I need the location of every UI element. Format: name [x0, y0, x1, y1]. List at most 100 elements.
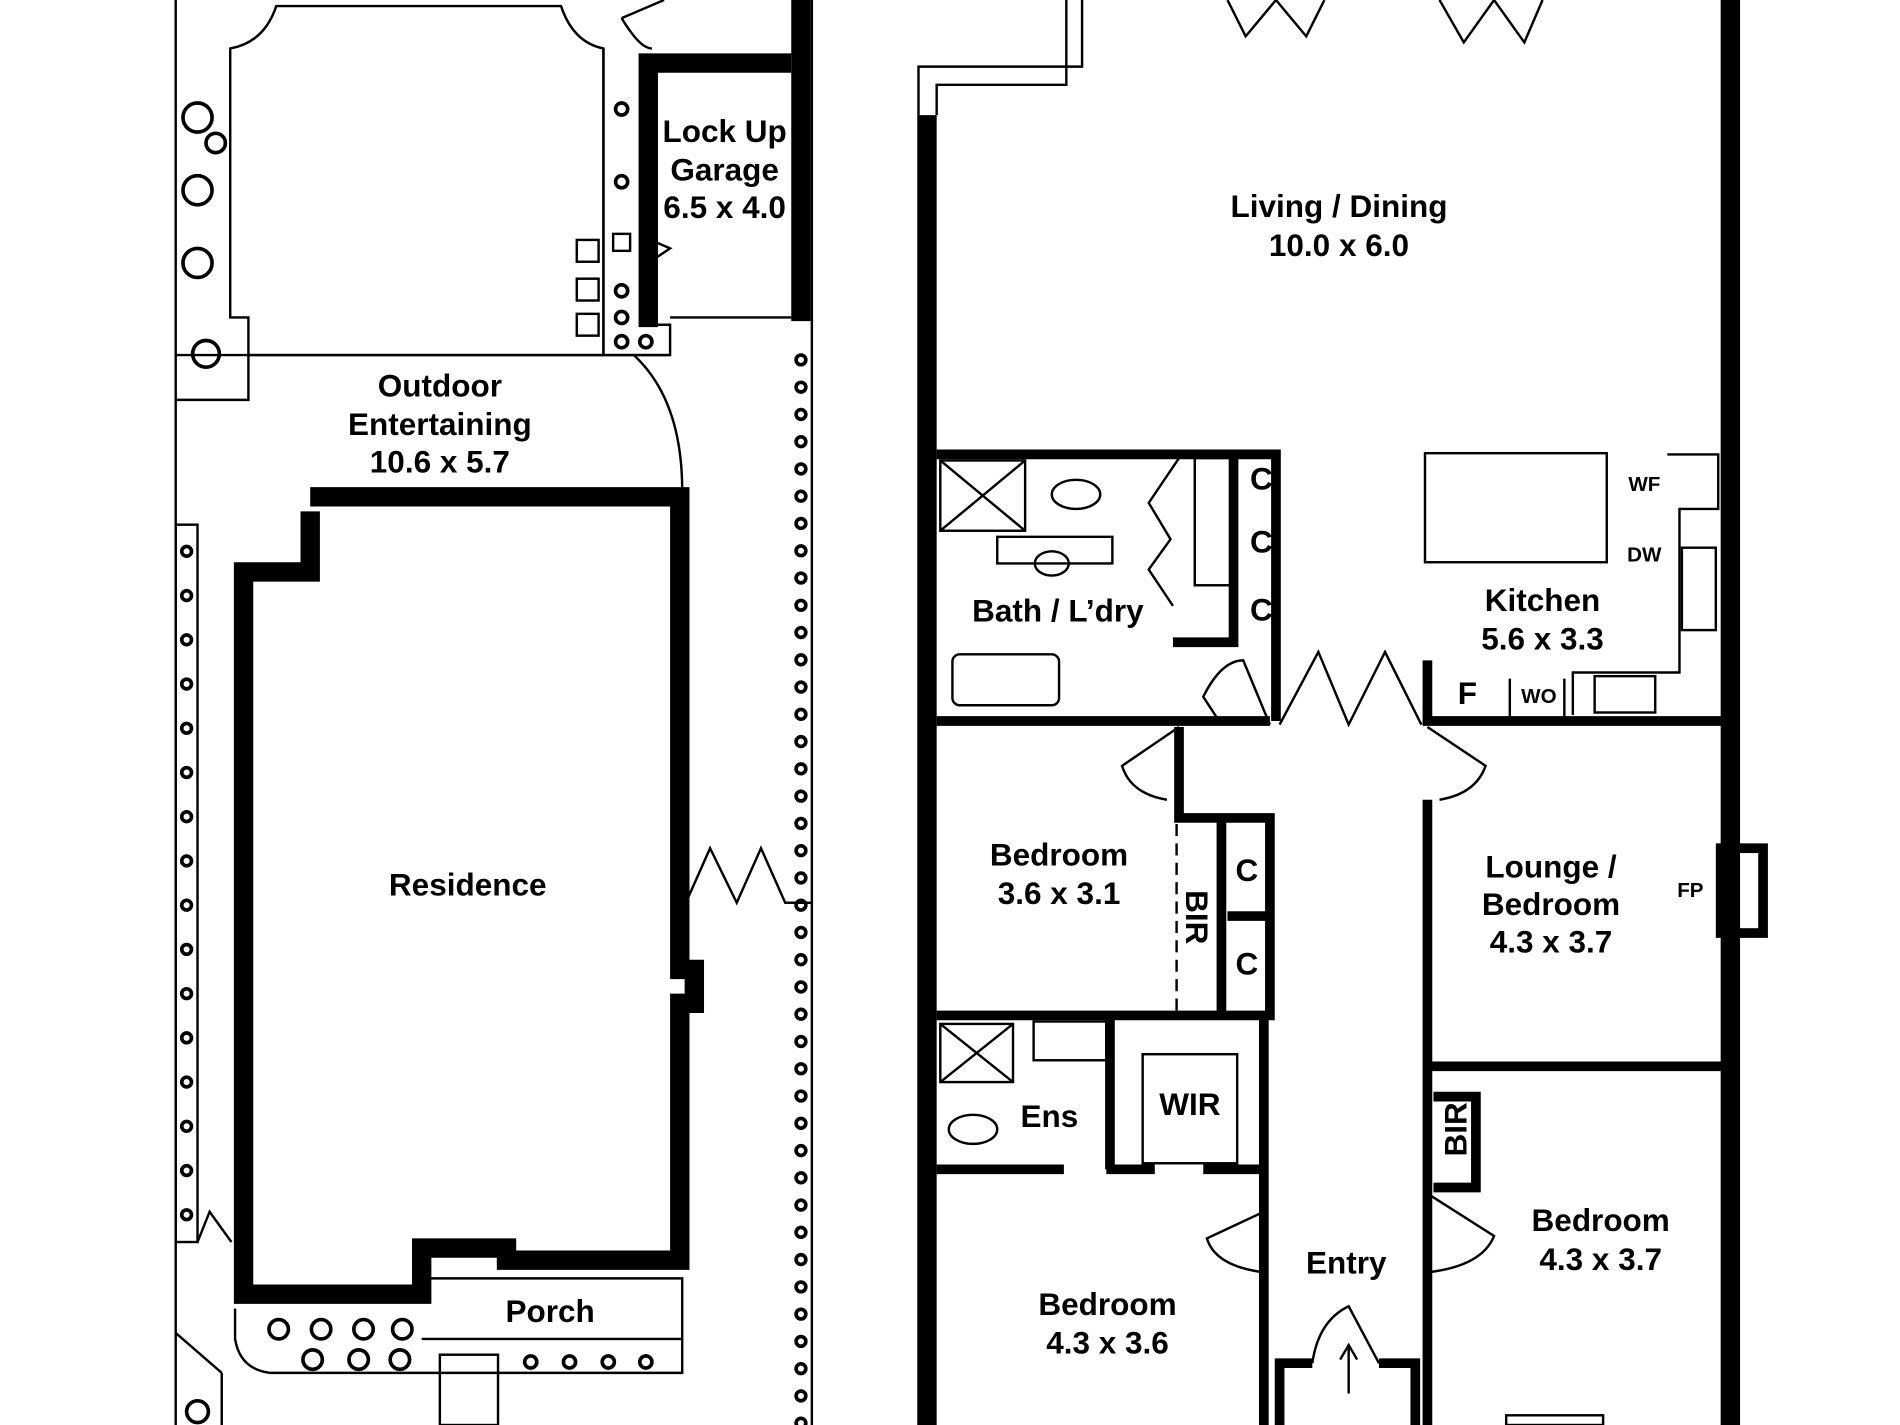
- shrub-icon: [181, 101, 214, 134]
- shrub-icon: [179, 765, 194, 780]
- bin-icon: [575, 312, 600, 337]
- living-label: Living / Dining: [1230, 188, 1447, 224]
- bir-label: BIR: [1437, 1102, 1473, 1156]
- residence-label: Residence: [389, 867, 547, 903]
- shrub-icon: [179, 721, 194, 735]
- toilet-icon: [1050, 478, 1102, 511]
- shrub-icon: [794, 1198, 808, 1212]
- garage-label: Lock Up: [662, 113, 786, 149]
- shrub-icon: [794, 1034, 808, 1049]
- garage-dims: 6.5 x 4.0: [663, 189, 786, 225]
- shrub-icon: [794, 953, 808, 967]
- shrub-icon: [794, 1334, 808, 1349]
- cupboard-label: C: [1250, 524, 1273, 560]
- shrub-icon: [184, 1398, 211, 1425]
- shrub-icon: [179, 1075, 194, 1089]
- yard-outline: [229, 4, 605, 357]
- outdoor-label: Entertaining: [348, 406, 532, 442]
- shrub-icon: [347, 1348, 371, 1372]
- shrub-icon: [390, 1317, 414, 1341]
- shower-icon: [939, 459, 1027, 532]
- shrub-icon: [179, 986, 194, 1001]
- shrub-icon: [794, 516, 808, 531]
- fireplace: [1715, 843, 1768, 938]
- kitchen-bench: [1508, 453, 1720, 718]
- front-garden: [233, 1277, 684, 1375]
- bin-icon: [575, 238, 600, 263]
- shrub-icon: [179, 1031, 194, 1045]
- lounge-label: Bedroom: [1482, 886, 1620, 922]
- cupboard-label: C: [1236, 945, 1259, 981]
- shrub-icon: [179, 1119, 194, 1133]
- kitchen-island: [1423, 451, 1608, 564]
- laundry-tub-icon: [1193, 456, 1233, 587]
- shrub-icon: [181, 246, 214, 280]
- kitchen-lounge-wall: [1422, 660, 1725, 726]
- shrub-icon: [794, 1143, 808, 1158]
- bir-wall-2: [1433, 1091, 1481, 1193]
- shrub-icon: [794, 1171, 808, 1185]
- hedge-dots: [179, 101, 808, 1425]
- shrub-icon: [794, 653, 808, 667]
- house-plan: Living / Dining 10.0 x 6.0 Bath / L’dry …: [917, 0, 1768, 1425]
- bath-label: Bath / L’dry: [972, 593, 1144, 629]
- wall-oven-label: WO: [1521, 685, 1556, 708]
- wir-label: WIR: [1159, 1086, 1220, 1122]
- shrub-icon: [794, 789, 808, 803]
- shrub-icon: [613, 101, 630, 117]
- shrub-icon: [794, 1416, 808, 1425]
- bedroom2-dims: 3.6 x 3.1: [998, 875, 1121, 911]
- residence-outline: [233, 487, 705, 1304]
- living-dims: 10.0 x 6.0: [1269, 227, 1409, 263]
- bedroom3-dims: 4.3 x 3.7: [1539, 1241, 1662, 1277]
- shrub-icon: [179, 633, 194, 647]
- shrub-icon: [794, 462, 808, 476]
- porch-label: Porch: [505, 1293, 594, 1329]
- ensuite-label: Ens: [1020, 1098, 1078, 1134]
- shrub-icon: [794, 871, 808, 885]
- shrub-icon: [179, 588, 194, 603]
- cupboard-label: C: [1236, 852, 1259, 888]
- side-gate-icon: [196, 1209, 233, 1243]
- shrub-icon: [179, 544, 194, 559]
- vanity-icon: [996, 535, 1114, 565]
- shrub-icon: [204, 131, 228, 155]
- shrub-icon: [794, 1389, 808, 1403]
- shrub-icon: [522, 1354, 539, 1370]
- outdoor-curve: [632, 354, 684, 491]
- shrub-icon: [794, 544, 808, 558]
- bedroom-wall: [936, 727, 1275, 1021]
- shrub-icon: [637, 1354, 654, 1370]
- shrub-icon: [179, 1208, 194, 1222]
- shrub-icon: [794, 1116, 808, 1130]
- shrub-icon: [637, 333, 654, 350]
- shrub-icon: [794, 598, 808, 612]
- bedroom3-label: Bedroom: [1532, 1202, 1670, 1238]
- shrub-icon: [794, 1225, 808, 1239]
- shrub-icon: [179, 810, 194, 824]
- shrub-icon: [794, 1280, 808, 1294]
- shrub-icon: [794, 707, 808, 721]
- shrub-icon: [794, 380, 808, 394]
- master-bedroom-dims: 4.3 x 3.6: [1046, 1325, 1169, 1361]
- wir-walls: [1105, 1015, 1269, 1425]
- shrub-icon: [794, 571, 808, 585]
- shrub-icon: [794, 489, 808, 503]
- shower-drain: [939, 459, 1026, 532]
- lounge-dims: 4.3 x 3.7: [1490, 924, 1613, 960]
- outdoor-label: Outdoor: [378, 367, 502, 403]
- garage-apron: [602, 48, 672, 357]
- bin-icon: [575, 277, 600, 302]
- front-fence: [174, 1331, 223, 1425]
- shrub-icon: [794, 625, 808, 640]
- shrub-icon: [309, 1317, 333, 1341]
- shrub-icon: [794, 898, 808, 912]
- shrub-icon: [388, 1348, 412, 1372]
- ensuite-shower-icon: [939, 1022, 1015, 1084]
- shrub-icon: [613, 173, 630, 190]
- shrub-icon: [794, 734, 808, 749]
- wir-rail: [1141, 1052, 1239, 1165]
- bifold-door-icon: [1147, 457, 1181, 607]
- shrub-icon: [794, 1062, 808, 1076]
